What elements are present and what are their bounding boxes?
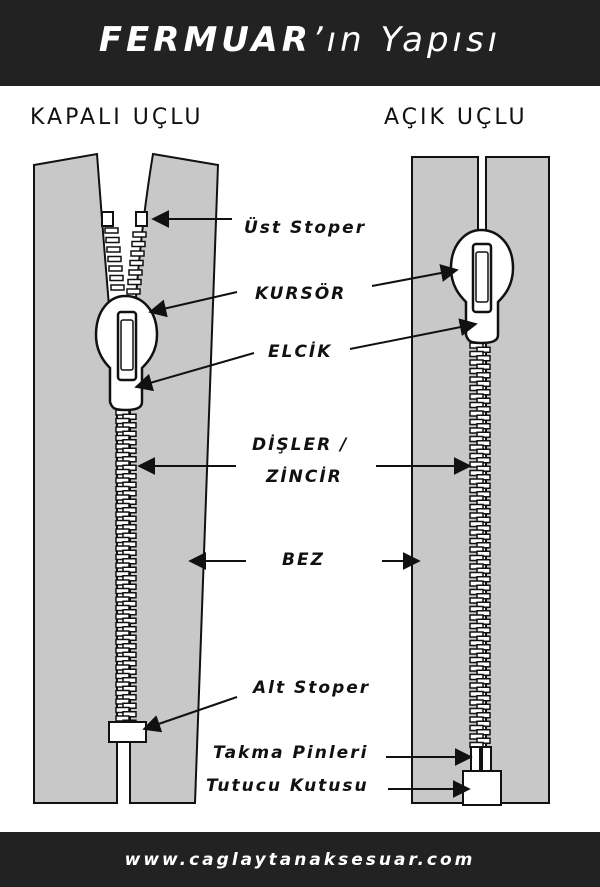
open-tooth-left bbox=[106, 246, 121, 253]
closed-open-teeth bbox=[104, 227, 147, 295]
label-top-stop: Üst Stoper bbox=[244, 216, 366, 238]
header-bar: FERMUAR’ın Yapısı bbox=[0, 0, 600, 86]
closed-zipper bbox=[33, 152, 220, 804]
open-tooth-right bbox=[127, 278, 142, 286]
open-tooth-left bbox=[105, 236, 120, 244]
label-teeth-line1: DİŞLER / bbox=[252, 433, 348, 455]
label-fabric: BEZ bbox=[282, 550, 325, 570]
open-tooth-left bbox=[108, 265, 123, 272]
open-tooth-right bbox=[130, 250, 145, 257]
arrow-slider-closed bbox=[148, 291, 238, 318]
open-zipper bbox=[411, 156, 550, 806]
closed-end-title: KAPALI UÇLU bbox=[30, 105, 204, 130]
open-tooth-left bbox=[104, 227, 119, 234]
open-tooth-right bbox=[131, 240, 146, 248]
closed-pull-tab bbox=[116, 310, 138, 382]
closed-top-stop-left bbox=[101, 211, 114, 227]
open-tooth-left bbox=[110, 284, 125, 291]
arrows bbox=[134, 210, 478, 798]
label-slider: KURSÖR bbox=[255, 282, 346, 304]
label-insertion-pins: Takma Pinleri bbox=[213, 743, 368, 763]
open-insertion-pin-right bbox=[481, 746, 492, 772]
arrow-pull-tab-open bbox=[349, 318, 478, 350]
open-tooth-left bbox=[109, 274, 124, 282]
open-tooth-right bbox=[128, 269, 143, 276]
label-bottom-stop: Alt Stoper bbox=[251, 678, 370, 698]
arrow-slider-open bbox=[371, 264, 459, 287]
arrow-pull-tab-closed bbox=[134, 352, 255, 392]
closed-chain-teeth bbox=[115, 409, 137, 726]
open-tooth-left bbox=[107, 255, 122, 263]
closed-fabric-left bbox=[33, 152, 118, 804]
open-insertion-pin-left bbox=[470, 746, 481, 772]
footer-bar: www.caglaytanaksesuar.com bbox=[0, 832, 600, 887]
label-pull-tab: ELCİK bbox=[268, 340, 332, 362]
open-tooth-right bbox=[126, 288, 141, 295]
website-url[interactable]: www.caglaytanaksesuar.com bbox=[124, 850, 476, 870]
open-tooth-right bbox=[132, 231, 147, 238]
open-chain-teeth bbox=[469, 342, 491, 753]
page-title: FERMUAR’ın Yapısı bbox=[98, 20, 502, 60]
open-end-title: AÇIK UÇLU bbox=[384, 105, 528, 130]
arrow-bottom-stop bbox=[142, 696, 238, 733]
open-pull-tab bbox=[471, 242, 493, 314]
closed-bottom-stop bbox=[108, 721, 147, 743]
closed-top-stop-right bbox=[135, 211, 148, 227]
open-tooth-right bbox=[129, 259, 144, 267]
label-teeth-line2: ZİNCİR bbox=[265, 465, 343, 487]
label-retainer-box: Tutucu Kutusu bbox=[206, 776, 369, 796]
